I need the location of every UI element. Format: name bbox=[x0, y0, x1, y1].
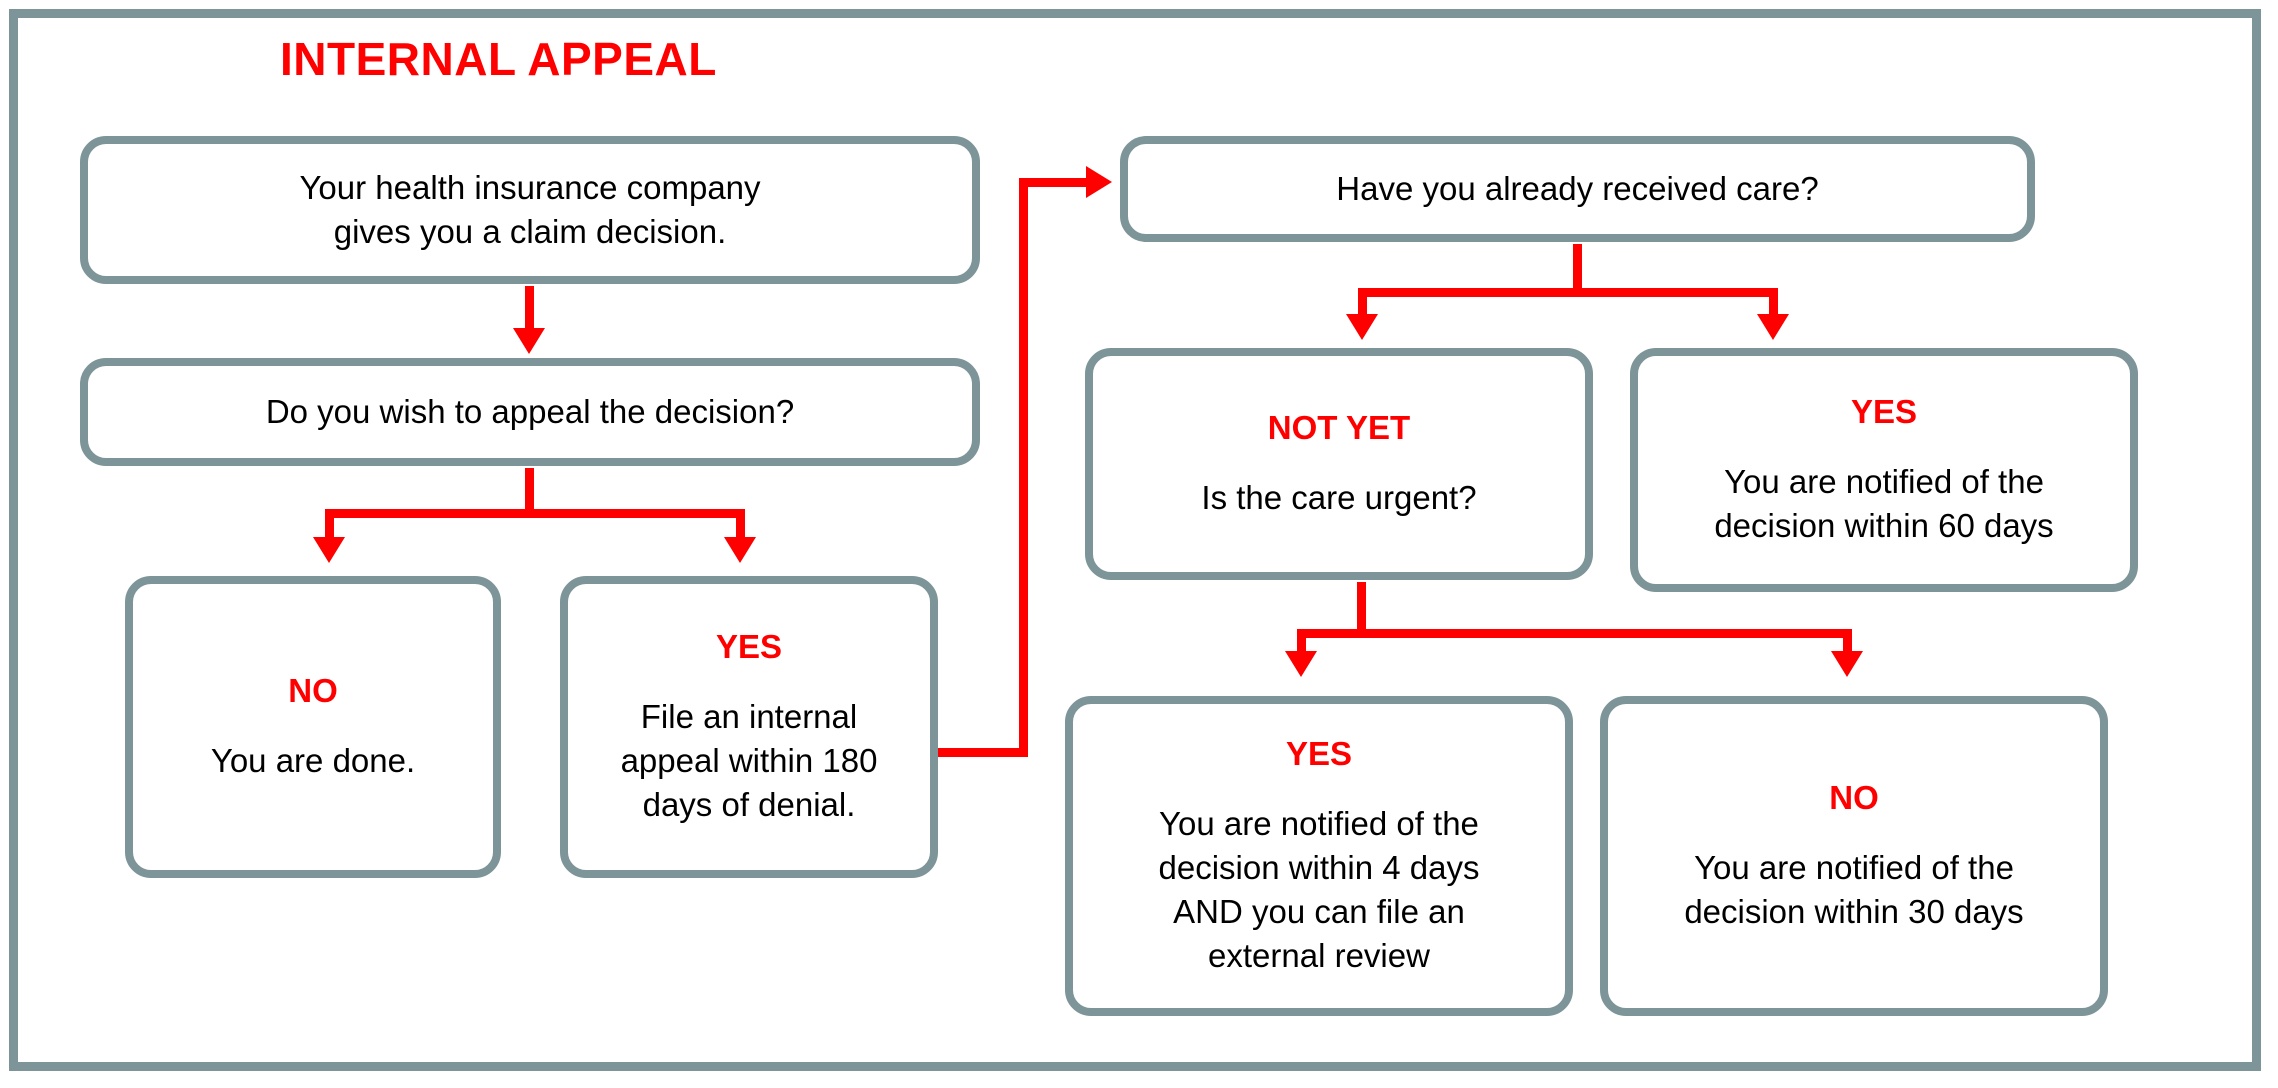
edge-care-fork-stem bbox=[1573, 244, 1582, 296]
node-already-received-care-body: Have you already received care? bbox=[1336, 170, 1819, 208]
node-urgent-yes-body: You are notified of the decision within … bbox=[1158, 805, 1480, 974]
edge-wish-fork-stem bbox=[525, 468, 534, 516]
node-appeal-no-body: You are done. bbox=[210, 741, 416, 779]
node-wish-to-appeal-body: Do you wish to appeal the decision? bbox=[265, 393, 795, 431]
node-wish-to-appeal[interactable]: Do you wish to appeal the decision? bbox=[80, 358, 980, 466]
edge-yes-to-care-entry bbox=[1019, 178, 1091, 187]
edge-yes-to-care-horizontal bbox=[938, 748, 1028, 757]
node-care-not-yet-tag: NOT YET bbox=[1267, 409, 1411, 447]
node-care-not-yet[interactable]: NOT YET Is the care urgent? bbox=[1085, 348, 1593, 580]
node-urgent-yes[interactable]: YES You are notified of the decision wit… bbox=[1065, 696, 1573, 1016]
node-appeal-no[interactable]: NO You are done. bbox=[125, 576, 501, 878]
edge-care-to-yes-drop bbox=[1769, 288, 1778, 318]
node-appeal-yes-body: File an internal appeal within 180 days … bbox=[620, 697, 878, 823]
edge-wish-to-no-arrowhead bbox=[313, 537, 345, 563]
edge-urgent-to-yes-arrowhead bbox=[1285, 651, 1317, 677]
node-urgent-no-body: You are notified of the decision within … bbox=[1684, 848, 2024, 930]
edge-wish-to-yes-drop bbox=[736, 509, 745, 541]
node-claim-decision[interactable]: Your health insurance company gives you … bbox=[80, 136, 980, 284]
edge-care-to-notyet-arrowhead bbox=[1346, 314, 1378, 340]
node-urgent-no[interactable]: NO You are notified of the decision with… bbox=[1600, 696, 2108, 1016]
edge-urgent-to-no-arrowhead bbox=[1831, 651, 1863, 677]
node-care-yes-tag: YES bbox=[1850, 393, 1918, 431]
edge-wish-fork-bar bbox=[325, 509, 745, 518]
page-title: INTERNAL APPEAL bbox=[280, 33, 717, 85]
edge-claim-to-wish-arrowhead bbox=[513, 328, 545, 354]
edge-urgent-to-no-drop bbox=[1843, 629, 1852, 655]
edge-care-to-yes-arrowhead bbox=[1757, 314, 1789, 340]
node-urgent-no-tag: NO bbox=[1829, 779, 1879, 817]
node-appeal-no-tag: NO bbox=[288, 672, 338, 710]
edge-care-to-notyet-drop bbox=[1358, 288, 1367, 318]
edge-yes-to-care-arrowhead bbox=[1086, 166, 1112, 198]
node-care-yes-body: You are notified of the decision within … bbox=[1714, 462, 2054, 544]
node-claim-decision-body: Your health insurance company gives you … bbox=[299, 169, 761, 250]
edge-wish-to-yes-arrowhead bbox=[724, 537, 756, 563]
edge-urgent-fork-bar bbox=[1297, 629, 1852, 638]
edge-yes-to-care-riser bbox=[1019, 178, 1028, 757]
edge-care-fork-bar bbox=[1358, 288, 1778, 297]
edge-wish-to-no-drop bbox=[325, 509, 334, 541]
node-care-yes[interactable]: YES You are notified of the decision wit… bbox=[1630, 348, 2138, 592]
node-already-received-care[interactable]: Have you already received care? bbox=[1120, 136, 2035, 242]
node-appeal-yes-tag: YES bbox=[715, 628, 783, 666]
node-care-not-yet-body: Is the care urgent? bbox=[1201, 478, 1477, 516]
node-appeal-yes[interactable]: YES File an internal appeal within 180 d… bbox=[560, 576, 938, 878]
node-urgent-yes-tag: YES bbox=[1285, 735, 1353, 773]
edge-urgent-to-yes-drop bbox=[1297, 629, 1306, 655]
edge-urgent-fork-stem bbox=[1357, 582, 1366, 632]
edge-claim-to-wish-stem bbox=[525, 286, 534, 332]
